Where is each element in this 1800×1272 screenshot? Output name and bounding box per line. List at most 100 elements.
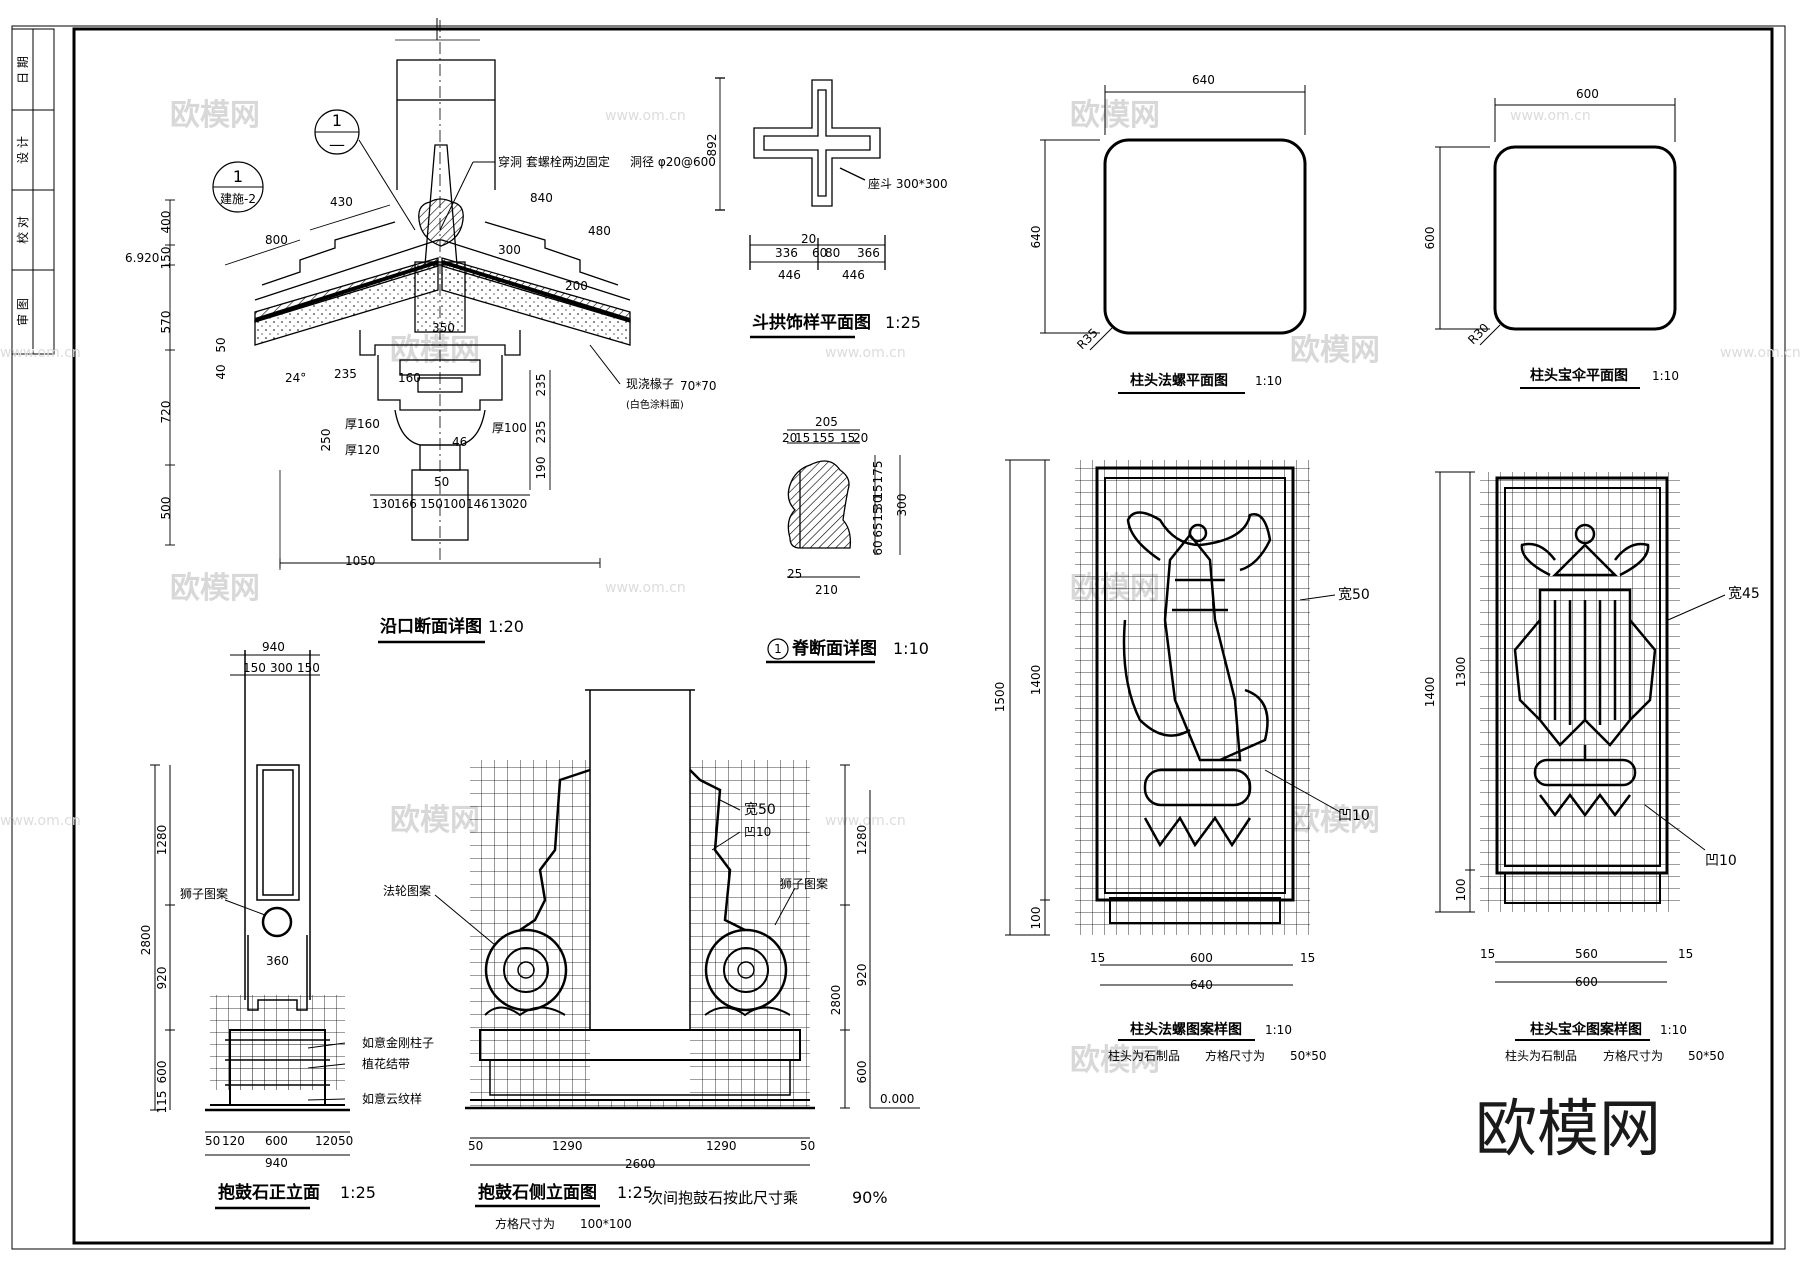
- logo-oumo: 欧模网: [1475, 1092, 1661, 1165]
- dim: 600: [265, 1134, 288, 1148]
- dim: 1280: [855, 825, 869, 856]
- dim: 1050: [345, 554, 376, 568]
- watermark-brand: 欧模网: [170, 571, 260, 606]
- dim: 600: [1575, 975, 1598, 989]
- dim: 15: [1090, 951, 1105, 965]
- dim: 190: [534, 457, 548, 480]
- dim: 120: [222, 1134, 245, 1148]
- bracket-note: 座斗 300*300: [868, 176, 948, 191]
- watermark-url: www.om.cn: [605, 108, 686, 124]
- dim: 15: [1480, 947, 1495, 961]
- baosan-pat-sub2: 方格尺寸为: [1603, 1048, 1663, 1063]
- watermark-brand: 欧模网: [390, 803, 480, 838]
- note-drill: 穿洞 套螺栓两边固定: [498, 154, 610, 169]
- note-band: 植花结带: [362, 1056, 410, 1071]
- note-wheel: 法轮图案: [383, 883, 431, 898]
- dim: 150: [159, 247, 173, 270]
- dim: 25: [787, 567, 802, 581]
- dim: 400: [159, 211, 173, 234]
- watermark-brand: 欧模网: [1070, 98, 1160, 133]
- dim: 2600: [625, 1157, 656, 1171]
- dim: 940: [262, 640, 285, 654]
- dim: 840: [530, 191, 553, 205]
- dim: 446: [778, 268, 801, 282]
- dim: 130: [372, 497, 395, 511]
- eave-title: 沿口断面详图: [380, 616, 482, 637]
- bracket-plan-drawing: [715, 77, 886, 270]
- watermark-brand: 欧模网: [390, 333, 480, 368]
- thk-160: 厚160: [345, 417, 380, 431]
- dim: 235: [534, 374, 548, 397]
- bracket-scale: 1:25: [885, 313, 921, 332]
- drum-side-note: 次间抱鼓石按此尺寸乘: [648, 1189, 798, 1207]
- eave-dimensions: [165, 199, 601, 568]
- dim: 50: [214, 337, 228, 352]
- dim: 600: [155, 1061, 169, 1084]
- faluo-pat-title: 柱头法螺图案样图: [1130, 1021, 1242, 1038]
- elev-6920: 6.920: [125, 251, 159, 265]
- dim: 1280: [155, 825, 169, 856]
- dim: 1400: [1423, 677, 1437, 708]
- drum-side-pct: 90%: [852, 1188, 888, 1207]
- dim: 920: [855, 964, 869, 987]
- ridge-labels: 205 20 15 155 15 20 300 175 15 30 15 65 …: [766, 415, 929, 664]
- callout-2-num: 1: [233, 167, 243, 186]
- note-width: 宽50: [1338, 586, 1370, 603]
- dim: 235: [334, 367, 357, 381]
- dim: 720: [159, 401, 173, 424]
- dim: 640: [1192, 73, 1215, 87]
- tb-cell: 日 期: [16, 56, 30, 84]
- dim: 150: [420, 497, 443, 511]
- note-lion: 狮子图案: [180, 886, 228, 901]
- dim: 50: [205, 1134, 220, 1148]
- eave-scale: 1:20: [488, 617, 524, 636]
- bracket-title: 斗拱饰样平面图: [752, 312, 871, 333]
- dim: 892: [705, 134, 719, 157]
- dim: 30: [871, 495, 885, 510]
- dim: 65: [871, 522, 885, 537]
- baosan-pat-title: 柱头宝伞图案样图: [1530, 1021, 1642, 1038]
- dim: 20: [801, 232, 816, 246]
- watermark-url: www.om.cn: [1510, 108, 1591, 124]
- thk-100: 厚100: [492, 421, 527, 435]
- dim: 940: [265, 1156, 288, 1170]
- dim: 15: [1678, 947, 1693, 961]
- dim: 560: [1575, 947, 1598, 961]
- dim: 50: [338, 1134, 353, 1148]
- dim: 570: [159, 311, 173, 334]
- baosan-pat-sub1: 柱头为石制品: [1505, 1048, 1577, 1063]
- dim: 1400: [1029, 665, 1043, 696]
- tb-cell: 设 计: [16, 136, 30, 164]
- dim: 15: [1300, 951, 1315, 965]
- drum-side-grid: 方格尺寸为: [495, 1216, 555, 1231]
- dim: 300: [270, 661, 293, 675]
- note-width: 宽50: [744, 801, 776, 818]
- dim: 50: [800, 1139, 815, 1153]
- dim: 350: [432, 321, 455, 335]
- faluo-plan-title: 柱头法螺平面图: [1130, 372, 1228, 389]
- watermark-url: www.om.cn: [0, 813, 81, 829]
- dim: 166: [394, 497, 417, 511]
- tb-cell: 审 图: [15, 298, 30, 326]
- dim: 1500: [993, 682, 1007, 713]
- note-recess: 凹10: [1705, 853, 1737, 869]
- dim: 146: [466, 497, 489, 511]
- dim: 46: [452, 435, 467, 449]
- dim: 480: [588, 224, 611, 238]
- dim: 50: [468, 1139, 483, 1153]
- inner-frame: [72, 27, 1774, 1245]
- callout-2-sub: 建施-2: [220, 192, 256, 206]
- dim: 175: [871, 461, 885, 484]
- dim: 120: [315, 1134, 338, 1148]
- dim: 1290: [552, 1139, 583, 1153]
- watermark-brand: 欧模网: [1070, 1043, 1160, 1078]
- watermark-url: www.om.cn: [825, 345, 906, 361]
- dim: 150: [243, 661, 266, 675]
- dim: 160: [398, 371, 421, 385]
- note-rafter: 现浇椽子: [626, 377, 674, 391]
- dim: 210: [815, 583, 838, 597]
- dim: 500: [159, 497, 173, 520]
- drum-front-title: 抱鼓石正立面: [218, 1182, 320, 1203]
- dim: 250: [319, 429, 333, 452]
